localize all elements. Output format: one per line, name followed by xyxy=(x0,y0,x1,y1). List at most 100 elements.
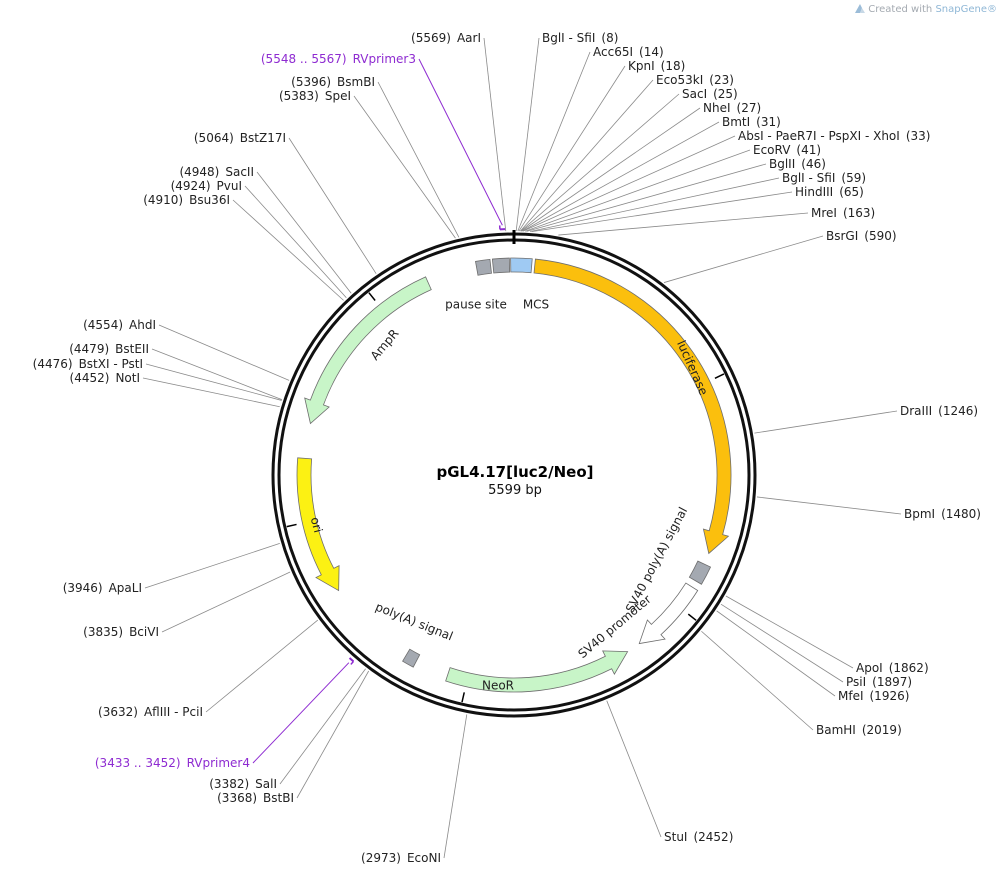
site-name: Bsu36I xyxy=(189,193,230,207)
site-name: HindIII xyxy=(795,185,833,199)
site-name: BciVI xyxy=(129,625,159,639)
leader-line xyxy=(296,670,370,799)
site-name: SalI xyxy=(255,777,277,791)
site-position: (65) xyxy=(839,185,864,199)
leader-line xyxy=(521,107,701,232)
site-name: BamHI xyxy=(816,723,856,737)
leader-line xyxy=(353,95,456,239)
site-position: (5064) xyxy=(194,131,234,145)
site-position: (41) xyxy=(796,143,821,157)
site-name: MfeI xyxy=(838,689,864,703)
site-name: BstEII xyxy=(115,342,149,356)
leader-line xyxy=(256,171,352,294)
site-mfei-1926: MfeI (1926) xyxy=(838,689,909,703)
site-position: (2019) xyxy=(862,723,902,737)
feature-polya-signal xyxy=(402,648,421,668)
site-position: (25) xyxy=(713,87,738,101)
site-name: ApaLI xyxy=(109,581,142,595)
site-hindiii-65: HindIII (65) xyxy=(795,185,864,199)
site-bglii-46: BglII(46) xyxy=(769,157,826,171)
primer-range: (3433 .. 3452) xyxy=(95,756,181,770)
site-position: (590) xyxy=(864,229,896,243)
site-acc65i-14: Acc65I(14) xyxy=(593,45,664,59)
feature-arrows xyxy=(296,257,732,693)
site-bgli-sfii-8: BglI - SfiI(8) xyxy=(542,31,618,45)
site-position: (1926) xyxy=(870,689,910,703)
site-name: BmtI xyxy=(722,115,750,129)
site-position: (5383) xyxy=(279,89,319,103)
feature-luciferase xyxy=(533,258,732,555)
site-position: (3368) xyxy=(217,791,257,805)
site-bstz17i-5064: (5064)BstZ17I xyxy=(194,131,286,145)
site-position: (31) xyxy=(756,115,781,129)
primer-leader xyxy=(252,662,350,764)
leader-line xyxy=(145,363,282,401)
site-position: (4479) xyxy=(69,342,109,356)
tick-mark xyxy=(687,613,697,621)
leader-line xyxy=(754,410,898,434)
site-position: (4924) xyxy=(171,179,211,193)
site-position: (3946) xyxy=(63,581,103,595)
site-bmti-31: BmtI (31) xyxy=(722,115,781,129)
site-bgli-sfii-59: BglI - SfiI(59) xyxy=(782,171,866,185)
leader-line xyxy=(205,619,319,713)
site-name: MreI xyxy=(811,206,837,220)
site-ahdi-4554: (4554)AhdI xyxy=(83,318,156,332)
leader-line xyxy=(525,149,751,232)
leader-line xyxy=(443,714,468,859)
leader-line xyxy=(151,348,283,401)
site-name: BglII xyxy=(769,157,795,171)
site-position: (5396) xyxy=(291,75,331,89)
site-position: (4452) xyxy=(70,371,110,385)
site-mrei-163: MreI (163) xyxy=(811,206,875,220)
leader-line xyxy=(522,121,720,232)
site-position: (3835) xyxy=(83,625,123,639)
leader-line xyxy=(288,137,377,274)
leader-line xyxy=(663,235,824,283)
snapgene-watermark: Created with SnapGene® xyxy=(855,4,997,15)
site-bsrgi-590: BsrGI (590) xyxy=(826,229,897,243)
leader-line xyxy=(161,571,291,633)
leader-line xyxy=(606,700,662,838)
leader-line xyxy=(515,37,540,232)
site-draiii-1246: DraIII(1246) xyxy=(900,404,978,418)
site-absi-paer7i-pspxi-xhoi-33: AbsI - PaeR7I - PspXI - XhoI(33) xyxy=(738,129,930,143)
leader-line xyxy=(142,377,280,408)
feature-mcs xyxy=(510,257,533,274)
feature-neor xyxy=(445,650,629,693)
site-position: (1480) xyxy=(941,507,981,521)
site-noti-4452: (4452)NotI xyxy=(70,371,140,385)
site-name: AflIII - PciI xyxy=(144,705,203,719)
site-name: PvuI xyxy=(217,179,242,193)
feature-ampr xyxy=(304,276,432,425)
leader-line xyxy=(244,185,347,298)
site-psii-1897: PsiI(1897) xyxy=(846,675,912,689)
leader-line xyxy=(483,37,507,232)
leader-line xyxy=(526,163,767,232)
site-position: (59) xyxy=(841,171,866,185)
leader-line xyxy=(716,610,836,697)
plasmid-name: pGL4.17[luc2/Neo] xyxy=(437,463,594,481)
site-bsmbi-5396: (5396)BsmBI xyxy=(291,75,375,89)
site-position: (3632) xyxy=(98,705,138,719)
leader-line xyxy=(522,135,736,232)
primer-rvprimer4: (3433 .. 3452)RVprimer4 xyxy=(95,756,250,770)
feature-label-sv40-promoter: SV40 promoter xyxy=(575,592,653,661)
site-afliii-pcii-3632: (3632) AflIII - PciI xyxy=(98,705,203,719)
site-position: (5569) xyxy=(411,31,451,45)
leader-line xyxy=(279,668,366,785)
site-name: BsrGI xyxy=(826,229,858,243)
site-name: Acc65I xyxy=(593,45,633,59)
site-name: Eco53kI xyxy=(656,73,703,87)
site-saci-25: SacI(25) xyxy=(682,87,738,101)
site-position: (163) xyxy=(843,206,875,220)
site-name: KpnI xyxy=(628,59,655,73)
site-name: SpeI xyxy=(325,89,351,103)
watermark-prefix: Created with xyxy=(868,4,936,15)
tick-mark xyxy=(368,292,376,301)
site-name: NheI xyxy=(703,101,731,115)
site-econi-2973: (2973)EcoNI xyxy=(361,851,441,865)
primer-marks xyxy=(348,225,506,665)
leader-line xyxy=(232,199,344,301)
